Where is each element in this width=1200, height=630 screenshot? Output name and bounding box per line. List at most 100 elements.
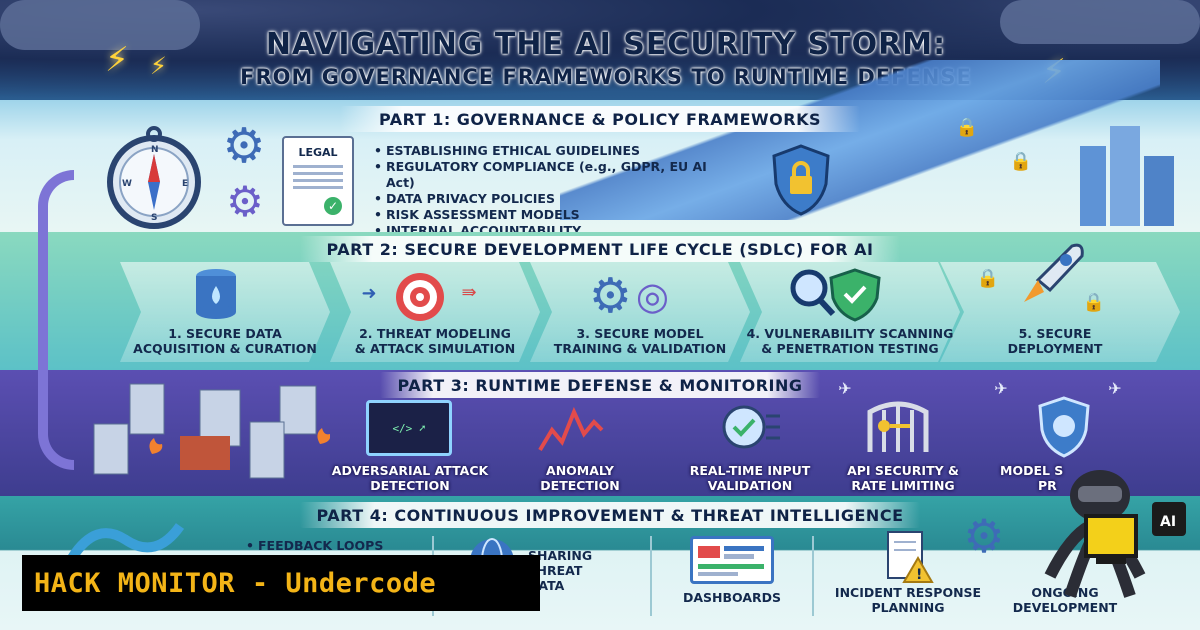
database-icon — [190, 266, 250, 322]
gear-icon: ⚙ — [226, 176, 264, 226]
sdlc-step-2-label: 2. THREAT MODELING & ATTACK SIMULATION — [335, 326, 535, 356]
lightning-icon: ⚡ — [105, 40, 129, 80]
sdlc-step-5-label: 5. SECURE DEPLOYMENT — [955, 326, 1155, 356]
runtime-label-line: VALIDATION — [707, 478, 793, 493]
lightning-icon: ⚡ — [150, 52, 167, 80]
part3-heading: PART 3: RUNTIME DEFENSE & MONITORING — [380, 372, 820, 398]
divider — [812, 536, 814, 616]
part4-feedback-label: •FEEDBACK LOOPS — [246, 538, 384, 553]
step-label-line: & PENETRATION TESTING — [761, 341, 939, 356]
part2-heading: PART 2: SECURE DEVELOPMENT LIFE CYCLE (S… — [300, 236, 900, 262]
runtime-label-line: MODEL S — [1000, 463, 1064, 478]
incident-response-label: INCIDENT RESPONSE PLANNING — [828, 585, 988, 615]
lock-icon: 🔒 — [955, 116, 979, 138]
runtime-item-2-label: ANOMALY DETECTION — [520, 463, 640, 493]
label-line: DEVELOPMENT — [1012, 600, 1118, 615]
drone-icon: ✈ — [994, 378, 1008, 398]
svg-text:S: S — [151, 213, 157, 223]
list-item: FEEDBACK LOOPS — [258, 538, 384, 553]
storm-cloud — [0, 0, 200, 50]
svg-text:!: ! — [916, 567, 922, 583]
lock-icon: 🔒 — [1082, 291, 1106, 313]
runtime-item-5-label: MODEL S PR — [1000, 463, 1100, 493]
runtime-item-3-label: REAL-TIME INPUT VALIDATION — [670, 463, 830, 493]
label-line: INCIDENT RESPONSE — [834, 585, 982, 600]
runtime-item-4-label: API SECURITY & RATE LIMITING — [838, 463, 968, 493]
flow-arrow-graphic — [38, 170, 74, 470]
list-item: REGULATORY COMPLIANCE (e.g., GDPR, EU AI… — [374, 159, 734, 191]
runtime-label-line: ANOMALY — [546, 463, 614, 478]
code-screen-icon: </> ➚ — [366, 400, 452, 456]
target-icon — [390, 270, 450, 324]
sdlc-step-1-label: 1. SECURE DATA ACQUISITION & CURATION — [125, 326, 325, 356]
gear-icon: ⚙ — [222, 118, 266, 174]
sharing-threat-data-label: SHARING THREAT DATA — [528, 548, 608, 593]
gear-icon: ⚙ — [963, 509, 1005, 563]
storm-cloud — [1000, 0, 1200, 44]
ai-badge: AI — [1160, 514, 1176, 530]
sdlc-step-3-label: 3. SECURE MODEL TRAINING & VALIDATION — [535, 326, 745, 356]
list-item: DATA PRIVACY POLICIES — [374, 191, 734, 207]
magnifier-shield-icon — [785, 266, 885, 322]
rocket-icon — [1010, 240, 1090, 316]
shield-brain-icon — [1036, 396, 1092, 458]
dashboard-icon — [690, 536, 774, 584]
shield-lock-icon — [770, 144, 832, 216]
svg-text:W: W — [122, 179, 132, 189]
step-label-line: DEPLOYMENT — [1007, 341, 1103, 356]
svg-text:N: N — [151, 145, 159, 155]
svg-text:E: E — [182, 179, 188, 189]
cursor-icon: </> ➚ — [392, 421, 426, 435]
runtime-label-line: DETECTION — [370, 478, 450, 493]
check-icon: ✓ — [324, 197, 342, 215]
dashboards-label: DASHBOARDS — [682, 590, 781, 605]
city-buildings-graphic — [1070, 126, 1180, 226]
lock-icon: 🔒 — [976, 267, 1000, 289]
sdlc-step-4-label: 4. VULNERABILITY SCANNING & PENETRATION … — [745, 326, 955, 356]
runtime-item-1-label: ADVERSARIAL ATTACK DETECTION — [330, 463, 490, 493]
step-label-line: ACQUISITION & CURATION — [133, 341, 317, 356]
step-label-line: TRAINING & VALIDATION — [553, 341, 727, 356]
label-line: DATA — [528, 578, 565, 593]
server-rack-graphic — [90, 380, 330, 490]
step-label-line: & ATTACK SIMULATION — [354, 341, 516, 356]
lock-icon: 🔒 — [1009, 150, 1033, 172]
gear-brain-icon: ⚙ ◎ — [574, 268, 684, 324]
sdlc-step-3 — [530, 262, 750, 362]
gear-icon: ⚙ — [588, 268, 632, 324]
list-item: ESTABLISHING ETHICAL GUIDELINES — [374, 143, 734, 159]
runtime-label-line: API SECURITY & — [847, 463, 959, 478]
arrow-right-icon: ➜ — [361, 282, 377, 304]
incident-document-icon: ! — [884, 530, 934, 584]
divider — [650, 536, 652, 616]
validation-check-icon — [720, 402, 782, 452]
label-line: PLANNING — [871, 600, 945, 615]
arrows-right-icon: ⇛ — [461, 281, 477, 303]
step-label-line: 5. SECURE — [1018, 326, 1092, 341]
brain-icon: ◎ — [635, 274, 670, 318]
drone-icon: ✈ — [838, 378, 852, 398]
runtime-label-line: REAL-TIME INPUT — [689, 463, 811, 478]
page-title: NAVIGATING THE AI SECURITY STORM: — [265, 27, 947, 62]
step-label-line: 3. SECURE MODEL — [576, 326, 704, 341]
legal-document-icon: LEGAL ✓ — [282, 136, 354, 226]
legal-doc-title: LEGAL — [298, 146, 338, 159]
runtime-label-line: RATE LIMITING — [851, 478, 955, 493]
anomaly-chart-icon — [536, 400, 606, 456]
watermark-text: HACK MONITOR - Undercode — [34, 567, 437, 599]
step-label-line: 1. SECURE DATA — [168, 326, 282, 341]
step-label-line: 4. VULNERABILITY SCANNING — [746, 326, 954, 341]
cycle-arrow-icon — [66, 520, 186, 560]
compass-icon: N S W E — [100, 124, 208, 232]
part4-heading: PART 4: CONTINUOUS IMPROVEMENT & THREAT … — [300, 502, 920, 528]
runtime-label-line: ADVERSARIAL ATTACK — [331, 463, 489, 478]
part1-heading: PART 1: GOVERNANCE & POLICY FRAMEWORKS — [340, 106, 860, 132]
runtime-label-line: DETECTION — [540, 478, 620, 493]
part1-bullet-list: ESTABLISHING ETHICAL GUIDELINES REGULATO… — [374, 143, 734, 239]
gate-key-icon — [864, 396, 932, 454]
label-line: SHARING — [528, 548, 593, 563]
label-line: THREAT — [528, 563, 583, 578]
runtime-label-line: PR — [1038, 478, 1057, 493]
drone-icon: ✈ — [1108, 378, 1122, 398]
